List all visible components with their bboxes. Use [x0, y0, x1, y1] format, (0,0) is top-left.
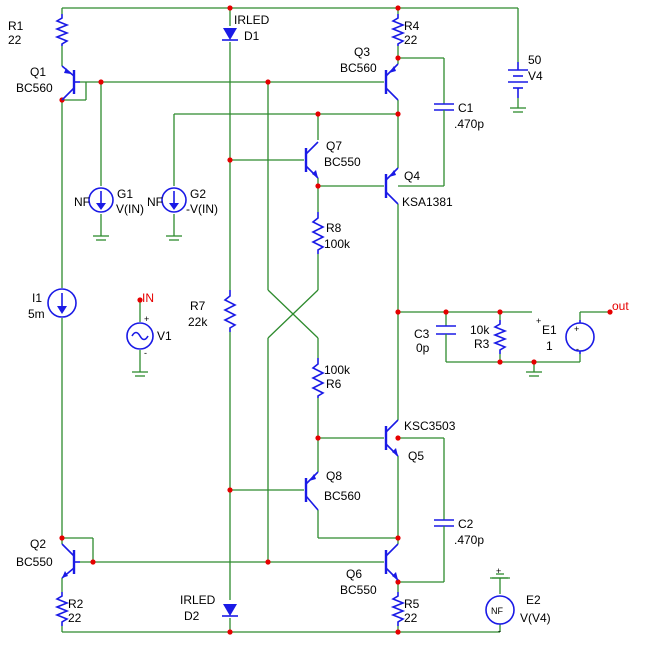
q1-value: BC560 — [16, 81, 53, 95]
resistor-r5 — [390, 592, 406, 626]
c2-ref: C2 — [458, 517, 474, 531]
labels: R1 22 Q1 BC560 IRLED D1 R4 22 Q3 BC560 5… — [8, 13, 629, 636]
q5-ref: Q5 — [408, 449, 424, 463]
capacitor-c3 — [436, 325, 456, 342]
q4-ref: Q4 — [404, 169, 420, 183]
transistor-q6 — [384, 543, 399, 581]
resistor-r3 — [492, 320, 508, 354]
current-source-i1 — [47, 288, 77, 318]
e1-ref: E1 — [542, 323, 557, 337]
capacitor-c1 — [434, 103, 454, 124]
ground-symbols — [93, 107, 542, 579]
i1-value: 5m — [28, 307, 45, 321]
r8-value: 100k — [324, 237, 351, 251]
junctions — [59, 5, 613, 635]
q7-ref: Q7 — [326, 139, 342, 153]
r1-ref: R1 — [8, 19, 24, 33]
r4-ref: R4 — [404, 19, 420, 33]
v1-minus: - — [144, 348, 147, 358]
e1-src-minus: - — [576, 344, 579, 354]
transistor-q2 — [61, 543, 80, 579]
e1-value: 1 — [546, 339, 553, 353]
r4-value: 22 — [404, 33, 418, 47]
r6-value: 100k — [324, 363, 351, 377]
q2-ref: Q2 — [30, 537, 46, 551]
resistor-r8 — [311, 212, 325, 254]
r3-ref: R3 — [474, 337, 490, 351]
c3-ref: C3 — [414, 327, 430, 341]
v1-ref: V1 — [157, 329, 172, 343]
voltage-source-v1 — [126, 322, 154, 350]
v1-plus: + — [144, 314, 149, 324]
r7-ref: R7 — [190, 299, 206, 313]
battery-v4 — [508, 62, 528, 98]
e2-minus: - — [498, 626, 501, 636]
resistor-r4 — [390, 14, 406, 46]
current-source-g2 — [161, 187, 187, 213]
q3-value: BC560 — [340, 61, 377, 75]
g1-tag: NF — [74, 195, 90, 209]
e2-ref: E2 — [526, 593, 541, 607]
e1-src-plus: + — [574, 324, 579, 334]
r2-ref: R2 — [68, 597, 84, 611]
d2-ref: D2 — [184, 609, 200, 623]
g2-tag: NF — [147, 195, 163, 209]
g1-value: V(IN) — [116, 202, 144, 216]
g2-ref: G2 — [190, 187, 206, 201]
c1-value: .470p — [454, 117, 484, 131]
r1-value: 22 — [8, 33, 22, 47]
v4-ref: V4 — [528, 69, 543, 83]
e2-tag: NF — [491, 606, 503, 616]
d1-ref: D1 — [244, 29, 260, 43]
r5-value: 22 — [404, 611, 418, 625]
resistor-r2 — [54, 592, 70, 626]
r3-value: 10k — [470, 323, 490, 337]
q6-value: BC550 — [340, 583, 377, 597]
r7-value: 22k — [188, 315, 208, 329]
v4-value: 50 — [528, 53, 542, 67]
q5-value: KSC3503 — [404, 419, 456, 433]
q2-value: BC550 — [16, 555, 53, 569]
c1-ref: C1 — [458, 101, 474, 115]
d1-value: IRLED — [234, 13, 270, 27]
e2-value: V(V4) — [520, 611, 551, 625]
c3-value: 0p — [416, 341, 430, 355]
transistor-q7 — [304, 141, 319, 179]
transistor-q8 — [304, 471, 319, 511]
transistor-q1 — [61, 65, 80, 101]
net-in: IN — [142, 291, 154, 305]
diode-d1 — [222, 28, 238, 41]
transistor-q5 — [384, 419, 399, 457]
q8-ref: Q8 — [326, 469, 342, 483]
q6-ref: Q6 — [346, 567, 362, 581]
net-out: out — [612, 299, 629, 313]
g1-ref: G1 — [117, 187, 133, 201]
r2-value: 22 — [68, 611, 82, 625]
q8-value: BC560 — [324, 489, 361, 503]
q4-value: KSA1381 — [402, 195, 453, 209]
transistor-q3 — [384, 63, 399, 101]
capacitor-c2 — [434, 519, 454, 538]
c2-value: .470p — [454, 533, 484, 547]
i1-ref: I1 — [32, 291, 42, 305]
g2-value: -V(IN) — [186, 202, 218, 216]
r6-ref: R6 — [326, 377, 342, 391]
q1-ref: Q1 — [30, 65, 46, 79]
resistor-r6 — [311, 358, 325, 398]
transistor-q4 — [384, 167, 399, 205]
q7-value: BC550 — [324, 155, 361, 169]
d2-value: IRLED — [180, 593, 216, 607]
r8-ref: R8 — [326, 221, 342, 235]
r5-ref: R5 — [404, 597, 420, 611]
resistor-r1 — [54, 14, 70, 46]
voltage-source-e1 — [565, 320, 595, 354]
current-source-g1 — [88, 187, 114, 213]
q3-ref: Q3 — [354, 45, 370, 59]
e2-plus: + — [496, 566, 501, 576]
e1-plus: + — [536, 316, 541, 326]
diode-d2 — [222, 604, 238, 617]
resistor-r7 — [223, 290, 237, 332]
